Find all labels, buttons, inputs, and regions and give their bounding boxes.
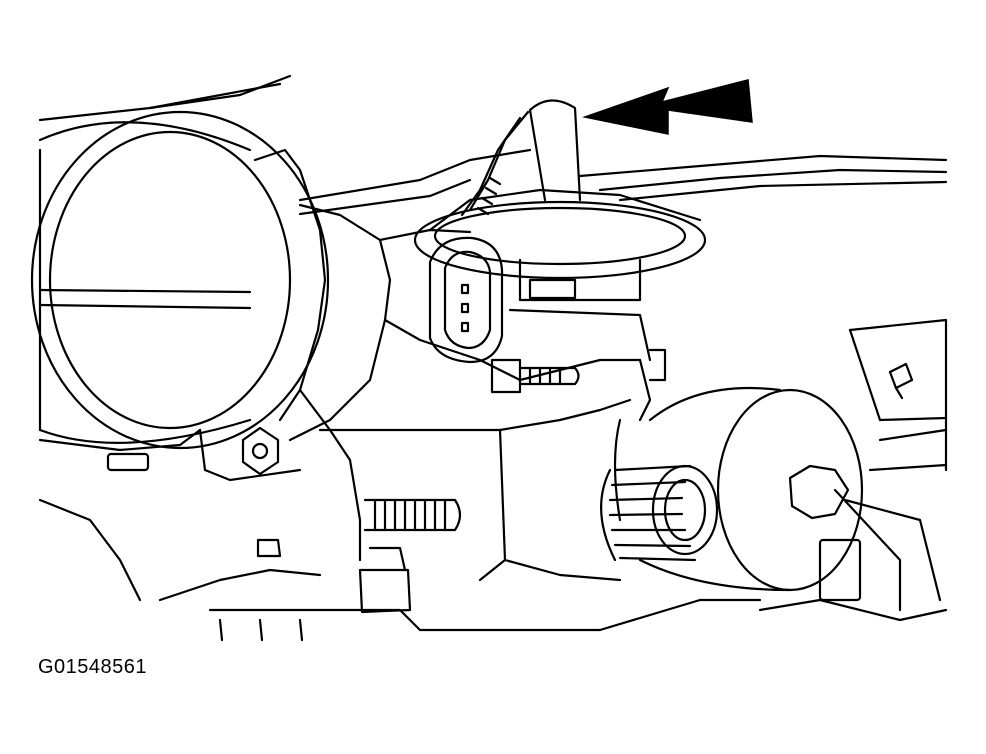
vacuum-hose	[462, 100, 580, 215]
background-panels	[40, 76, 946, 470]
threaded-stud-lower	[258, 500, 460, 612]
idle-speed-motor	[615, 350, 862, 590]
double-arrow-icon	[585, 80, 752, 134]
throttle-body-housing	[40, 205, 760, 640]
vacuum-actuator	[415, 190, 705, 360]
hex-nut-linkage	[760, 430, 946, 620]
electrical-connector	[430, 238, 502, 362]
mounting-bolt	[108, 428, 278, 474]
throttle-bore	[32, 112, 328, 448]
threaded-screw-middle	[492, 360, 579, 392]
small-panel-bolt	[890, 364, 912, 398]
threaded-fitting	[601, 466, 717, 560]
figure-id-label: G01548561	[38, 656, 148, 678]
